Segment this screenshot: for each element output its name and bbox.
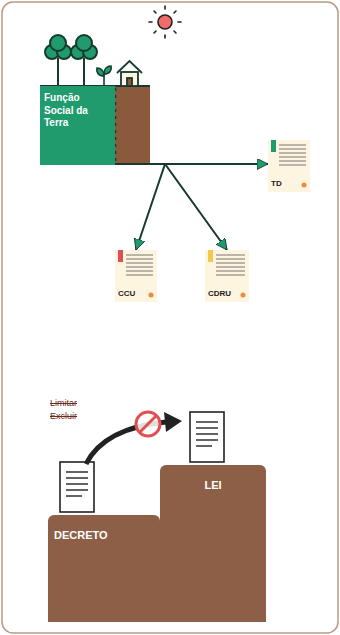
house: [117, 61, 142, 86]
document-line: [279, 165, 306, 166]
trees: [45, 35, 97, 86]
struck-label: Limitar: [50, 398, 77, 410]
document-box: CCU: [115, 250, 157, 302]
document-line: [216, 275, 245, 276]
document-tab: [118, 250, 123, 262]
document-line: [279, 153, 306, 154]
document-line: [216, 267, 245, 268]
document-line: [126, 271, 153, 272]
connector-arrow: [115, 164, 165, 250]
document-line: [126, 255, 153, 256]
document-line: [216, 263, 245, 264]
soil-block: [115, 86, 150, 164]
document-line: [126, 275, 153, 276]
document-line: [279, 145, 306, 146]
document-box: CDRU: [205, 250, 249, 302]
document-line: [126, 267, 153, 268]
node-text: CCU: [118, 289, 135, 298]
node-text: LEI: [166, 479, 260, 491]
connector-arrow: [115, 164, 227, 250]
document-line: [279, 157, 306, 158]
document-line: [279, 161, 306, 162]
document-tab: [271, 140, 276, 152]
document-line: [279, 149, 306, 150]
blocked-arrow: [86, 412, 182, 464]
sun-icon: [149, 6, 181, 38]
node-text: Função Social da Terra: [44, 92, 111, 130]
bar-box: DECRETO: [48, 515, 160, 622]
document-tab: [208, 250, 213, 262]
node-text: CDRU: [208, 289, 231, 298]
plant: [97, 66, 111, 86]
node-text: DECRETO: [54, 529, 154, 541]
document-dot: [302, 183, 307, 188]
document-on-lei: [190, 412, 224, 462]
document-line: [216, 259, 245, 260]
document-line: [126, 259, 153, 260]
document-line: [126, 263, 153, 264]
struck-label: Excluir: [50, 411, 77, 423]
document-on-decreto: [60, 462, 94, 512]
bar-box: LEI: [160, 465, 266, 622]
node-text: TD: [271, 179, 282, 188]
document-box: TD: [268, 140, 310, 192]
land-box: Função Social da Terra: [40, 86, 115, 165]
document-line: [216, 271, 245, 272]
document-dot: [241, 293, 246, 298]
document-dot: [149, 293, 154, 298]
document-line: [216, 255, 245, 256]
